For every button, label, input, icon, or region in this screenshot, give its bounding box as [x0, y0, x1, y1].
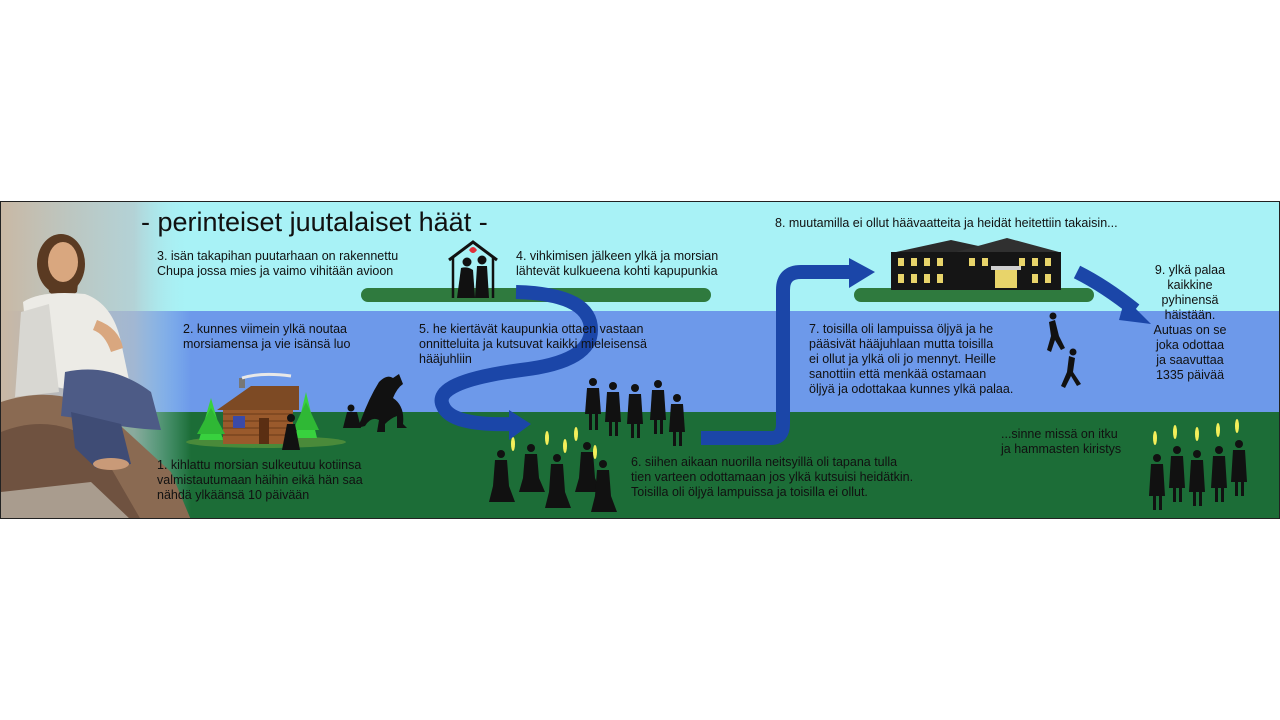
fir-tree-icon — [197, 392, 319, 440]
chupa-canopy-icon — [448, 240, 498, 298]
step-7-text: 7. toisilla oli lampuissa öljyä ja he pä… — [809, 322, 1014, 396]
mansion-icon — [891, 238, 1061, 290]
step-6-text: 6. siihen aikaan nuorilla neitsyillä oli… — [631, 455, 914, 499]
timeline-banner: - perinteiset juutalaiset häät - 3. isän… — [0, 201, 1280, 519]
arrow-heads — [509, 258, 1151, 440]
mansion-platform — [854, 288, 1094, 302]
step-9-text: 9. ylkä palaa kaikkine pyhinensä häistää… — [1153, 263, 1227, 382]
falling-figure-icon — [1047, 312, 1081, 388]
jesus-figure — [1, 202, 191, 518]
outer-darkness-text: ...sinne missä on itku ja hammasten kiri… — [1001, 427, 1122, 456]
step-5-text: 5. he kiertävät kaupunkia ottaen vastaan… — [419, 322, 647, 366]
lamp-bearers-icon — [1149, 419, 1247, 510]
step-1-text: 1. kihlattu morsian sulkeutuu kotiinsa v… — [157, 458, 363, 502]
step-3-text: 3. isän takapihan puutarhaan on rakennet… — [157, 249, 399, 278]
step-2-text: 2. kunnes viimein ylkä noutaa morsiamens… — [183, 322, 351, 351]
illustration-layer — [1, 202, 1247, 518]
rearing-horse-icon — [343, 374, 407, 432]
bride-silhouette — [282, 414, 300, 450]
log-cabin-icon — [186, 372, 346, 448]
kneeling-virgins-icon — [489, 427, 617, 512]
standing-crowd-icon — [585, 378, 685, 446]
page-title: - perinteiset juutalaiset häät - — [141, 207, 488, 237]
step-4-text: 4. vihkimisen jälkeen ylkä ja morsian lä… — [516, 249, 719, 278]
step-8-text: 8. muutamilla ei ollut häävaatteita ja h… — [775, 216, 1118, 230]
